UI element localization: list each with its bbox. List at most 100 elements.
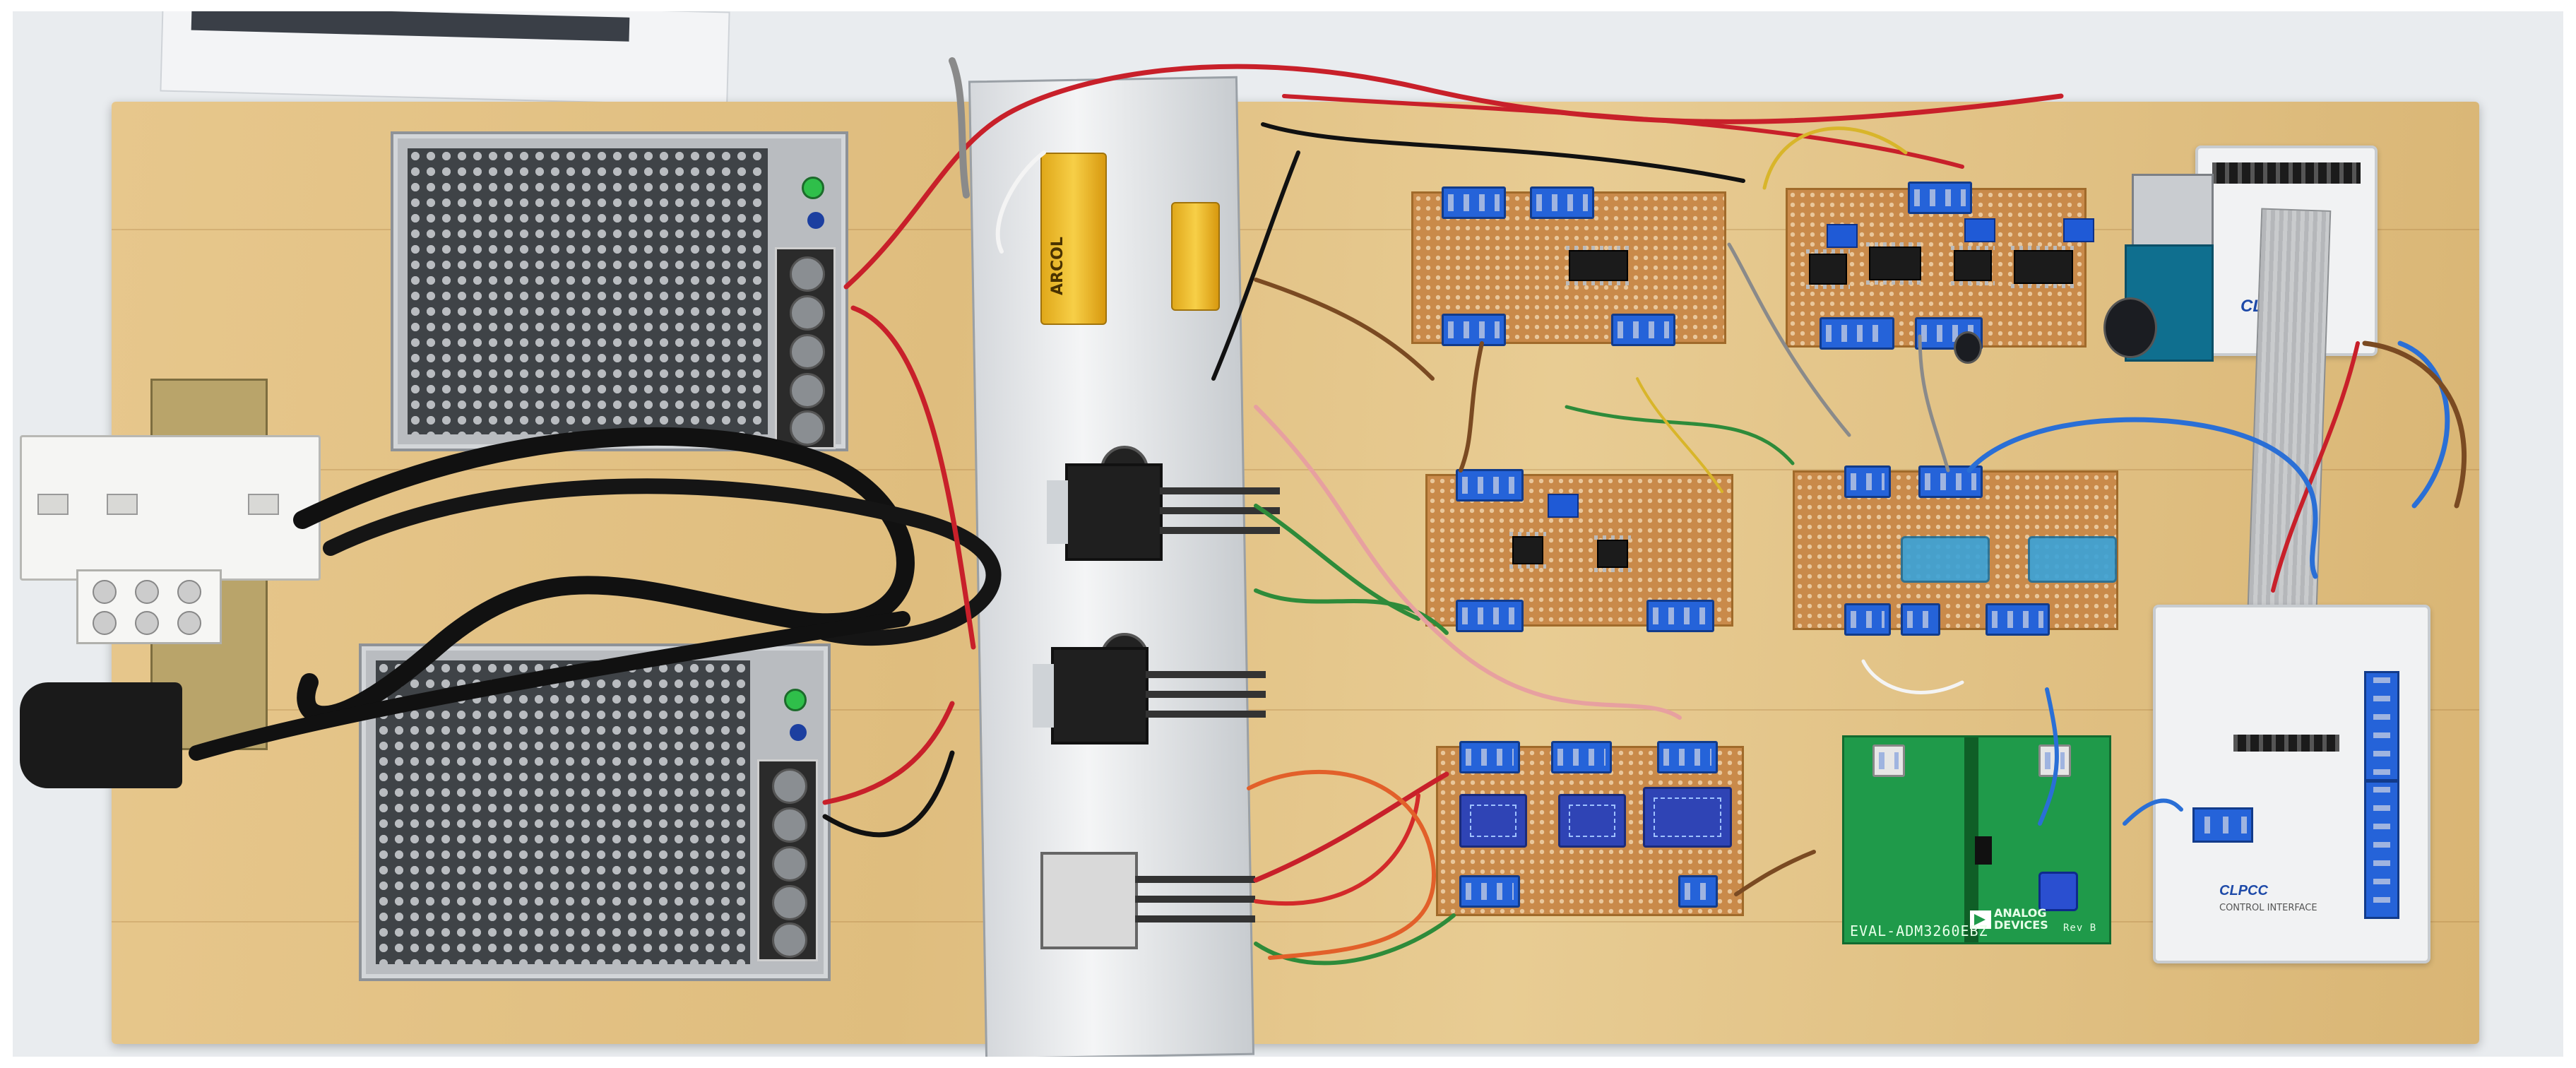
perfboard-top-left xyxy=(1411,186,1726,346)
screw-icon xyxy=(772,769,807,804)
terminal-block xyxy=(2364,671,2399,781)
ic-chip xyxy=(2011,246,2076,288)
terminal-block xyxy=(1442,314,1506,346)
ic-chip xyxy=(1594,535,1631,572)
terminal-block xyxy=(1459,741,1520,773)
terminal-block xyxy=(76,569,222,644)
status-led xyxy=(784,689,807,711)
potentiometer xyxy=(2038,872,2078,911)
screw-icon xyxy=(177,580,201,604)
pin-header xyxy=(2212,162,2361,184)
terminal-block xyxy=(1820,317,1894,350)
perfboard-top-right xyxy=(1786,182,2094,364)
breaker-lever xyxy=(37,494,69,515)
screw-icon xyxy=(135,611,159,635)
sensor-module xyxy=(1459,794,1527,848)
terminal-block xyxy=(2364,781,2399,919)
screw-icon xyxy=(790,373,825,408)
perfboard-bottom xyxy=(1436,741,1744,916)
photo-frame: ARCOL xyxy=(8,7,2568,1061)
screw-icon xyxy=(772,846,807,882)
perfboard-middle-right xyxy=(1793,465,2118,636)
voltage-regulator xyxy=(1040,852,1255,949)
header-connector xyxy=(1872,744,1905,777)
vent-mesh xyxy=(376,660,750,964)
breaker-lever xyxy=(248,494,279,515)
header-connector xyxy=(2038,744,2071,777)
eval-maker-line2: DEVICES xyxy=(1994,918,2048,932)
power-transistor xyxy=(1047,463,1280,561)
terminal-block xyxy=(1456,469,1524,502)
power-plug xyxy=(20,682,182,788)
wood-grain xyxy=(112,469,2479,470)
resistor-label: ARCOL xyxy=(1049,237,1067,295)
interface-sub-bottom: CONTROL INTERFACE xyxy=(2219,903,2317,913)
screw-icon xyxy=(790,334,825,369)
relay xyxy=(1901,536,1990,583)
trimmer-potentiometer xyxy=(2063,218,2094,242)
terminal-block xyxy=(1844,603,1891,636)
power-resistor-left: ARCOL xyxy=(1040,153,1107,325)
screw-icon xyxy=(135,580,159,604)
ic-chip xyxy=(1951,246,1995,285)
terminal-block xyxy=(1901,603,1940,636)
vent-mesh xyxy=(408,148,768,434)
screw-icon xyxy=(177,611,201,635)
terminal-block xyxy=(1918,465,1983,498)
circuit-breaker xyxy=(20,435,321,581)
terminal-block xyxy=(1530,186,1594,219)
screw-icon xyxy=(93,580,117,604)
power-transistor xyxy=(1033,647,1266,744)
analog-devices-logo xyxy=(1970,910,1991,929)
isolator-chip xyxy=(1975,836,1992,865)
paper-sheet xyxy=(160,11,730,107)
sensor-module xyxy=(1643,787,1732,848)
ic-chip xyxy=(1806,249,1850,289)
screw-terminals xyxy=(775,247,836,449)
screw-terminals xyxy=(757,759,818,961)
eval-board-label: EVAL-ADM3260EBZ xyxy=(1850,922,1988,939)
power-supply-bottom xyxy=(359,643,831,981)
sensor-module xyxy=(1558,794,1626,848)
terminal-block xyxy=(1459,875,1520,908)
power-resistor-right xyxy=(1171,202,1220,311)
screw-icon xyxy=(772,885,807,920)
status-led xyxy=(802,177,824,199)
screw-icon xyxy=(790,410,825,446)
screw-icon xyxy=(790,295,825,331)
terminal-block xyxy=(1551,741,1612,773)
terminal-block xyxy=(1844,465,1891,498)
trimmer-potentiometer xyxy=(1827,224,1858,248)
screw-icon xyxy=(772,922,807,958)
screw-icon xyxy=(790,256,825,292)
ic-chip xyxy=(1509,532,1546,569)
terminal-block xyxy=(2192,807,2253,843)
pin-header xyxy=(2233,735,2339,752)
perfboard-middle-left xyxy=(1425,469,1733,632)
terminal-block xyxy=(1678,875,1718,908)
power-supply-top xyxy=(391,131,848,451)
capacitor xyxy=(1954,331,1982,364)
screw-icon xyxy=(772,807,807,843)
eval-board-rev: Rev B xyxy=(2063,922,2097,934)
terminal-block xyxy=(1646,600,1714,632)
terminal-block xyxy=(1611,314,1675,346)
eval-board: EVAL-ADM3260EBZ Rev B ANALOG DEVICES xyxy=(1842,735,2111,944)
relay xyxy=(2028,536,2117,583)
trimmer-icon xyxy=(807,212,824,229)
terminal-block xyxy=(1456,600,1524,632)
terminal-block xyxy=(1986,603,2050,636)
terminal-block xyxy=(1657,741,1718,773)
eval-maker-line1: ANALOG xyxy=(1994,906,2047,920)
paper-dark-strip xyxy=(191,11,630,42)
interface-box-bottom: CLPCC CONTROL INTERFACE xyxy=(2153,605,2430,963)
trimmer-potentiometer xyxy=(1964,218,1995,242)
terminal-block xyxy=(1908,182,1972,214)
screw-icon xyxy=(93,611,117,635)
breaker-lever xyxy=(107,494,138,515)
ic-chip xyxy=(1566,246,1631,285)
trimmer-icon xyxy=(790,724,807,741)
trimmer-potentiometer xyxy=(1548,494,1579,518)
terminal-block xyxy=(1442,186,1506,219)
